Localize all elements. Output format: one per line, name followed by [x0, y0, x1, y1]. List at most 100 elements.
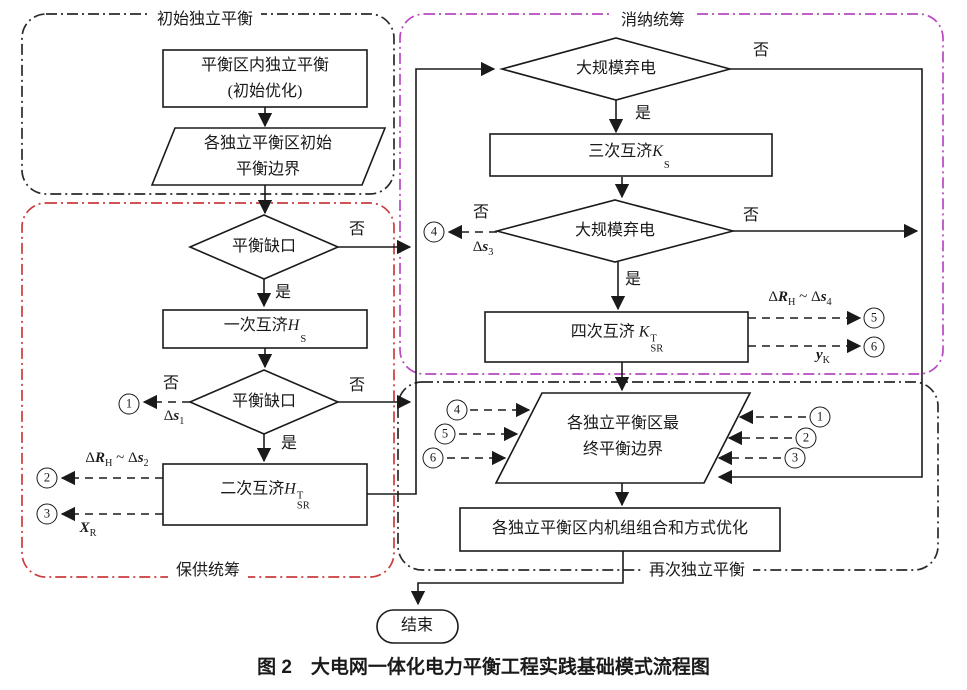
math-tilde: ~	[799, 289, 808, 305]
node-line: 各独立平衡区初始	[203, 135, 333, 152]
branch-label-yes-gap2: 是	[280, 435, 298, 452]
node-prefix: 四次互济	[570, 323, 639, 341]
connector-circle-6-out: 6	[863, 336, 885, 358]
math-sub: 4	[826, 297, 832, 308]
process-box-unit-commitment	[459, 507, 781, 552]
node-prefix: 二次互济	[220, 480, 285, 498]
connector-circle-6-in: 6	[422, 447, 444, 469]
section-label-rebalance: 再次独立平衡	[640, 558, 754, 584]
connector-circle-2-in: 2	[795, 427, 817, 449]
math-tilde: ~	[116, 450, 125, 466]
node-text-initial-boundary: 各独立平衡区初始 平衡边界	[204, 131, 332, 183]
math-sub: S	[300, 334, 307, 346]
connector-circle-3-in: 3	[784, 447, 806, 469]
process-box-mutual4	[484, 311, 749, 363]
process-box-mutual2	[162, 463, 368, 526]
node-prefix: 一次互济	[223, 316, 288, 334]
math-variable: X	[79, 520, 90, 536]
node-text-initial-optimization: 平衡区内独立平衡 (初始优化)	[201, 53, 329, 105]
process-box-mutual1	[162, 309, 368, 349]
process-box-initial-optimization	[162, 49, 368, 108]
connector-circle-4-in: 4	[446, 399, 468, 421]
math-variable: R	[95, 450, 106, 466]
node-text-gap1: 平衡缺口	[231, 238, 297, 255]
math-variable: y	[815, 347, 823, 363]
signal-label-ds1: Δs1	[164, 403, 185, 435]
connector-circle-5-out: 5	[863, 307, 885, 329]
node-line: 平衡区内独立平衡	[200, 57, 330, 74]
decision-diamond-curtail1	[498, 37, 734, 101]
node-text-curtail1: 大规模弃电	[575, 60, 657, 77]
signal-label-yk: yK	[816, 342, 830, 374]
math-delta: Δ	[811, 289, 821, 305]
math-sub: H	[788, 297, 796, 308]
math-sub: 1	[179, 416, 185, 427]
math-sub: H	[105, 458, 113, 469]
math-sub: 2	[143, 458, 149, 469]
math-sub: 3	[488, 247, 494, 258]
section-label-supply-coordination: 保供统筹	[167, 558, 249, 584]
math-sup: T	[650, 333, 657, 345]
node-text-unit-commitment: 各独立平衡区内机组组合和方式优化	[491, 520, 749, 537]
branch-label-no-gap2-left: 否	[162, 375, 180, 392]
math-variable: s	[137, 450, 144, 466]
connector-circle-2-out: 2	[36, 467, 58, 489]
math-variable: K	[638, 323, 650, 341]
math-variable: H	[287, 316, 300, 334]
solid-connectors	[256, 61, 923, 606]
math-subsup: S	[300, 330, 306, 345]
connector-circle-3-out: 3	[36, 503, 58, 525]
math-delta: Δ	[163, 408, 174, 424]
dashed-connectors	[60, 224, 862, 522]
branch-label-no-gap1-right: 否	[348, 221, 366, 238]
math-delta: Δ	[768, 289, 779, 305]
node-text-gap2: 平衡缺口	[231, 393, 297, 410]
math-delta: Δ	[85, 450, 96, 466]
connector-circle-1-out: 1	[118, 393, 140, 415]
signal-label-drh-ds2: ΔRH ~ Δs2	[85, 445, 148, 477]
branch-label-yes-curtail2: 是	[624, 271, 642, 288]
section-label-initial-balance: 初始独立平衡	[148, 7, 262, 33]
node-line: 终平衡边界	[582, 441, 664, 458]
signal-label-ds3: Δs3	[473, 234, 494, 266]
node-line: 各独立平衡区最	[566, 415, 680, 432]
connector-circle-1-in: 1	[809, 406, 831, 428]
branch-label-no-curtail2-left: 否	[472, 204, 490, 221]
math-sub: SR	[650, 343, 664, 355]
math-variable: s	[820, 289, 827, 305]
node-line: (初始优化)	[227, 83, 303, 100]
line-curtail-no-to-finalboundary	[717, 68, 923, 485]
math-delta: Δ	[128, 450, 138, 466]
node-text-curtail2: 大规模弃电	[574, 222, 656, 239]
math-sub: SR	[296, 500, 310, 512]
node-shapes	[150, 37, 781, 644]
section-label-absorption-coordination: 消纳统筹	[612, 8, 694, 34]
branch-label-yes-gap1: 是	[274, 284, 292, 301]
decision-diamond-curtail2	[493, 199, 737, 263]
math-sub: K	[822, 355, 831, 366]
decision-diamond-gap1	[187, 214, 341, 280]
math-variable: K	[652, 142, 663, 160]
signal-label-drh-ds4: ΔRH ~ Δs4	[768, 284, 831, 316]
math-variable: R	[778, 289, 789, 305]
branch-label-no-gap2-right: 否	[348, 377, 366, 394]
signal-label-xr: XR	[80, 515, 97, 547]
branch-label-no-curtail2-right: 否	[742, 207, 760, 224]
node-prefix: 三次互济	[588, 142, 653, 160]
line-unitcommit-to-end	[410, 551, 624, 606]
node-text-final-boundary: 各独立平衡区最 终平衡边界	[567, 411, 679, 463]
math-sub: R	[89, 528, 97, 539]
node-text-end: 结束	[400, 617, 434, 634]
branch-label-no-curtail1-right: 否	[752, 42, 770, 59]
math-variable: s	[173, 408, 180, 424]
connector-circle-4-out: 4	[423, 221, 445, 243]
decision-diamond-gap2	[187, 369, 341, 435]
line-mutual2-to-curtail1	[367, 61, 496, 495]
connector-circle-5-in: 5	[434, 423, 456, 445]
